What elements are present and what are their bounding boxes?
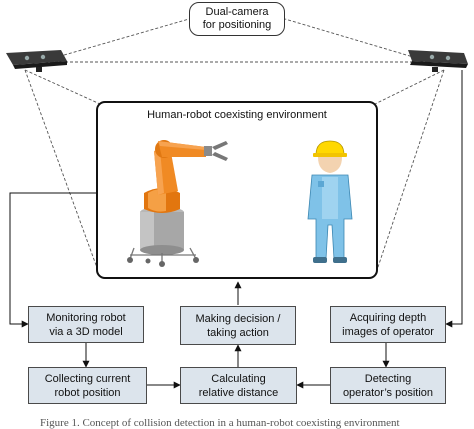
acquiring-depth-line2: images of operator bbox=[342, 325, 434, 338]
acquiring-depth-box: Acquiring depth images of operator bbox=[330, 306, 446, 343]
detecting-operator-box: Detecting operator’s position bbox=[330, 367, 446, 404]
decision-line1: Making decision / bbox=[195, 312, 281, 325]
environment-panel: Human-robot coexisting environment bbox=[96, 101, 378, 279]
calculating-distance-box: Calculating relative distance bbox=[180, 367, 297, 404]
calculating-distance-line2: relative distance bbox=[198, 386, 279, 399]
camera-callout-line2: for positioning bbox=[202, 19, 272, 31]
camera-icon bbox=[408, 50, 468, 72]
acquiring-depth-line1: Acquiring depth bbox=[349, 311, 427, 324]
worker-icon bbox=[307, 140, 353, 263]
camera-callout-line1: Dual-camera bbox=[205, 6, 269, 18]
monitoring-robot-line1: Monitoring robot bbox=[46, 311, 126, 324]
industrial-robot-icon bbox=[127, 140, 228, 267]
collecting-position-line2: robot position bbox=[54, 386, 121, 399]
camera-callout: Dual-camera for positioning bbox=[189, 2, 285, 36]
collecting-position-box: Collecting current robot position bbox=[28, 367, 147, 404]
figure-caption: Figure 1. Concept of collision detection… bbox=[40, 417, 400, 429]
collecting-position-line1: Collecting current bbox=[44, 372, 131, 385]
decision-line2: taking action bbox=[207, 326, 269, 339]
detecting-operator-line1: Detecting bbox=[364, 372, 412, 385]
calculating-distance-line1: Calculating bbox=[211, 372, 266, 385]
detecting-operator-line2: operator’s position bbox=[342, 386, 434, 399]
monitoring-robot-line2: via a 3D model bbox=[49, 325, 123, 338]
monitoring-robot-box: Monitoring robot via a 3D model bbox=[28, 306, 144, 343]
camera-icon bbox=[6, 50, 67, 72]
decision-box: Making decision / taking action bbox=[180, 306, 296, 345]
environment-title: Human-robot coexisting environment bbox=[147, 109, 327, 121]
